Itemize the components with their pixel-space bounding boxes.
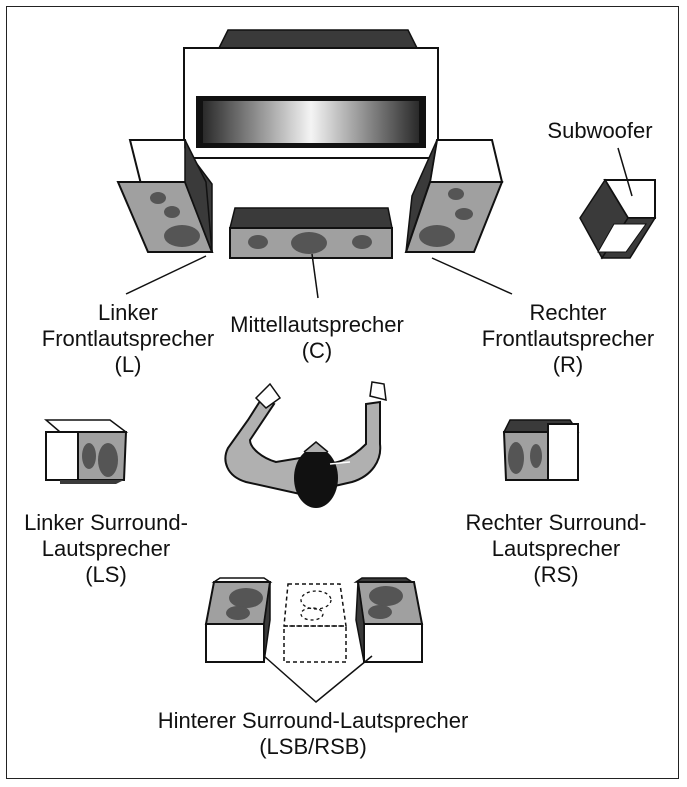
surround-right-line2: Lautsprecher xyxy=(491,536,621,561)
front-left-code: (L) xyxy=(114,352,142,377)
surround-back-code: (LSB/RSB) xyxy=(259,734,367,759)
television xyxy=(183,29,439,159)
front-right-line1: Rechter xyxy=(529,300,607,325)
label-front-left: Linker Frontlautsprecher (L) xyxy=(28,300,228,378)
surround-back-left-speaker xyxy=(204,577,273,663)
front-left-line2: Frontlautsprecher xyxy=(41,326,215,351)
front-right-speaker xyxy=(404,139,504,253)
label-front-right: Rechter Frontlautsprecher (R) xyxy=(468,300,668,378)
surround-right-code: (RS) xyxy=(533,562,579,587)
front-right-line2: Frontlautsprecher xyxy=(481,326,655,351)
surround-back-optional-speaker xyxy=(283,583,347,663)
front-left-line1: Linker xyxy=(98,300,158,325)
center-code: (C) xyxy=(301,338,333,363)
surround-right-speaker xyxy=(502,419,580,481)
subwoofer-label-text: Subwoofer xyxy=(547,118,653,143)
surround-left-code: (LS) xyxy=(85,562,127,587)
leader-center xyxy=(311,253,319,299)
leader-front-right xyxy=(431,257,513,295)
label-subwoofer: Subwoofer xyxy=(540,118,660,144)
leader-front-left xyxy=(125,255,207,295)
surround-back-right-speaker xyxy=(353,577,424,663)
center-line1: Mittellautsprecher xyxy=(230,312,404,337)
front-left-speaker xyxy=(116,139,214,253)
leader-lines xyxy=(125,147,633,703)
listener-figure xyxy=(224,381,387,508)
center-speaker xyxy=(229,207,393,259)
label-surround-right: Rechter Surround- Lautsprecher (RS) xyxy=(446,510,666,588)
label-surround-left: Linker Surround- Lautsprecher (LS) xyxy=(16,510,196,588)
subwoofer-speaker xyxy=(579,178,657,260)
surround-right-line1: Rechter Surround- xyxy=(465,510,647,535)
surround-left-speaker xyxy=(43,419,129,484)
front-right-code: (R) xyxy=(552,352,584,377)
surround-left-line1: Linker Surround- xyxy=(24,510,188,535)
surround-left-line2: Lautsprecher xyxy=(41,536,171,561)
leader-surround-back xyxy=(263,655,373,703)
label-surround-back: Hinterer Surround-Lautsprecher (LSB/RSB) xyxy=(143,708,483,760)
surround-back-line1: Hinterer Surround-Lautsprecher xyxy=(157,708,469,733)
leader-subwoofer xyxy=(617,147,633,197)
label-center: Mittellautsprecher (C) xyxy=(222,312,412,364)
